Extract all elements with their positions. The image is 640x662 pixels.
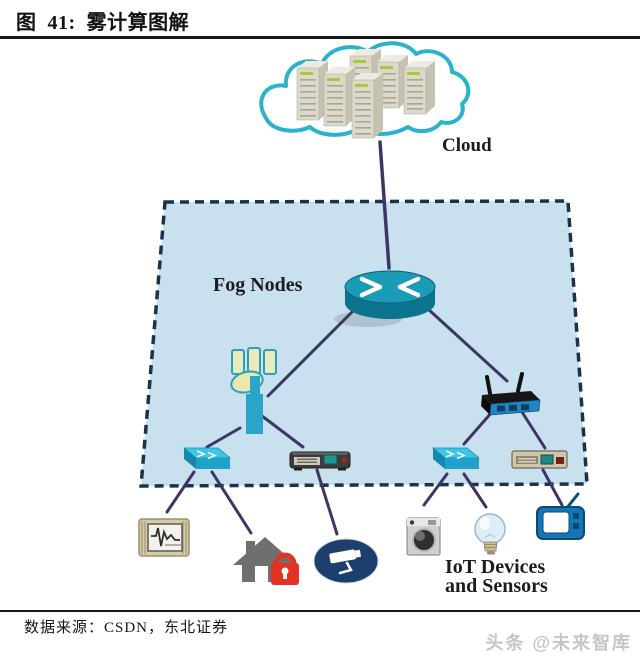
link-line <box>520 410 547 450</box>
iot-devices-label-line2: and Sensors <box>445 575 548 597</box>
cloud-label: Cloud <box>442 135 492 156</box>
tv-icon <box>536 492 585 540</box>
fog-nodes-label: Fog Nodes <box>213 274 303 296</box>
link-cloud-router <box>378 140 391 270</box>
light-bulb-icon <box>474 513 506 555</box>
link-line <box>266 310 354 398</box>
cctv-camera-icon <box>313 538 379 584</box>
fog-region <box>139 199 589 488</box>
link-line <box>426 307 509 383</box>
data-source-note: 数据来源：CSDN，东北证券 <box>24 620 229 636</box>
router-icon <box>334 270 436 327</box>
fog-computing-diagram: Cloud Fog Nodes <box>138 41 589 597</box>
cell-tower-icon <box>230 347 277 434</box>
washing-machine-icon <box>406 517 441 556</box>
figure-title: 图 41: 雾计算图解 <box>16 12 190 34</box>
link-line <box>541 468 564 507</box>
media-gateway-icon-right <box>511 450 568 469</box>
ecg-monitor-icon <box>138 518 190 557</box>
media-gateway-icon-left <box>289 451 351 471</box>
link-line <box>205 426 242 449</box>
link-line <box>165 470 196 514</box>
wireless-ap-icon <box>481 372 541 416</box>
smart-home-icon <box>233 537 299 585</box>
padlock-icon <box>271 552 299 585</box>
cloud-icon <box>259 41 471 139</box>
title-underline <box>0 36 640 39</box>
link-line <box>422 472 449 507</box>
footer-rule <box>0 610 640 612</box>
link-line <box>260 414 305 449</box>
iot-devices-label-line1: IoT Devices <box>445 556 545 578</box>
link-line <box>462 410 494 446</box>
watermark-text: 头条 @未来智库 <box>485 633 632 653</box>
link-line <box>315 468 339 536</box>
network-links <box>165 140 564 536</box>
link-line <box>210 470 253 535</box>
link-line <box>462 472 488 509</box>
